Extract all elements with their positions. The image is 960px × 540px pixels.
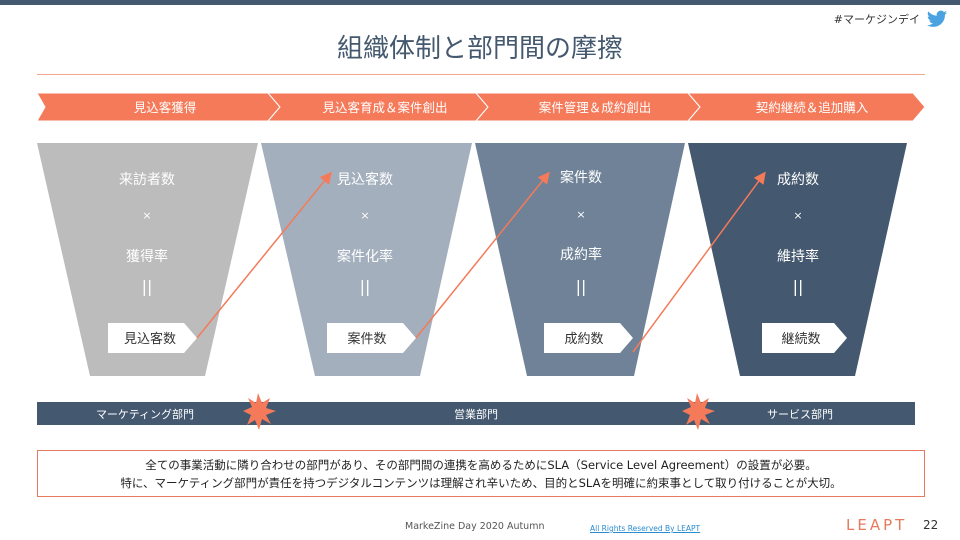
funnel-1 — [37, 143, 258, 376]
funnel-rate-label: 獲得率 — [126, 248, 168, 265]
page-number: 22 — [923, 518, 939, 532]
sla-callout: 全ての事業活動に隣り合わせの部門があり、その部門間の連携を高めるためにSLA（S… — [37, 450, 925, 497]
stage-label: 案件管理＆成約創出 — [539, 100, 652, 115]
result-label: 見込客数 — [124, 331, 176, 347]
result-box-4 — [762, 323, 847, 353]
funnel-rate-label: 成約率 — [560, 246, 602, 263]
funnel-top-label: 来訪者数 — [119, 172, 175, 188]
multiply-sign: × — [142, 209, 151, 222]
result-box-2 — [327, 323, 416, 353]
funnel-top-label: 案件数 — [560, 169, 602, 186]
rights-link[interactable]: All Rights Reserved By LEAPT — [590, 524, 701, 533]
funnel-top-label: 成約数 — [777, 172, 819, 188]
friction-burst-icon — [243, 393, 276, 430]
result-label: 案件数 — [347, 332, 386, 347]
stage-label: 契約継続＆追加購入 — [756, 100, 869, 115]
multiply-sign: × — [360, 209, 369, 222]
funnel-rate-label: 維持率 — [777, 248, 819, 265]
leapt-logo: LEAPT — [846, 516, 908, 534]
result-box-3 — [544, 323, 633, 353]
department-sales: 営業部門 — [454, 407, 498, 421]
result-label: 継続数 — [781, 332, 820, 347]
funnel-2 — [261, 143, 472, 376]
funnel-3 — [475, 143, 685, 376]
department-service: サービス部門 — [767, 407, 833, 421]
callout-line-1: 全ての事業活動に隣り合わせの部門があり、その部門間の連携を高めるためにSLA（S… — [145, 458, 817, 472]
stage-label: 見込客育成＆案件創出 — [322, 100, 447, 115]
hashtag: #マーケジンデイ — [833, 13, 920, 26]
equals-sign: || — [576, 277, 587, 296]
flow-arrow-3 — [632, 171, 766, 353]
flow-arrow-2 — [415, 171, 550, 339]
flow-arrow-1 — [196, 171, 332, 339]
result-box-1 — [108, 323, 197, 353]
equals-sign: || — [793, 277, 804, 296]
twitter-icon — [926, 10, 948, 27]
callout-line-2: 特に、マーケティング部門が責任を持つデジタルコンテンツは理解され辛いため、目的と… — [120, 476, 842, 490]
funnel-diagram: 見込客獲得 見込客育成＆案件創出 案件管理＆成約創出 契約継続＆追加購入 来訪者… — [36, 92, 926, 430]
stage-arrow-4 — [686, 92, 926, 122]
multiply-sign: × — [793, 209, 802, 222]
equals-sign: || — [142, 277, 153, 296]
page-title: 組織体制と部門間の摩擦 — [336, 34, 623, 64]
title-divider — [37, 74, 925, 75]
result-label: 成約数 — [564, 332, 603, 347]
funnel-top-label: 見込客数 — [337, 171, 393, 188]
funnel-rate-label: 案件化率 — [337, 248, 393, 265]
top-bar — [0, 0, 960, 5]
friction-burst-icon — [682, 393, 715, 430]
multiply-sign: × — [576, 208, 585, 221]
stage-label: 見込客獲得 — [134, 100, 197, 115]
department-marketing: マーケティング部門 — [96, 407, 194, 421]
funnel-4 — [688, 143, 907, 376]
footer-event: MarkeZine Day 2020 Autumn — [405, 521, 545, 532]
equals-sign: || — [360, 277, 371, 296]
